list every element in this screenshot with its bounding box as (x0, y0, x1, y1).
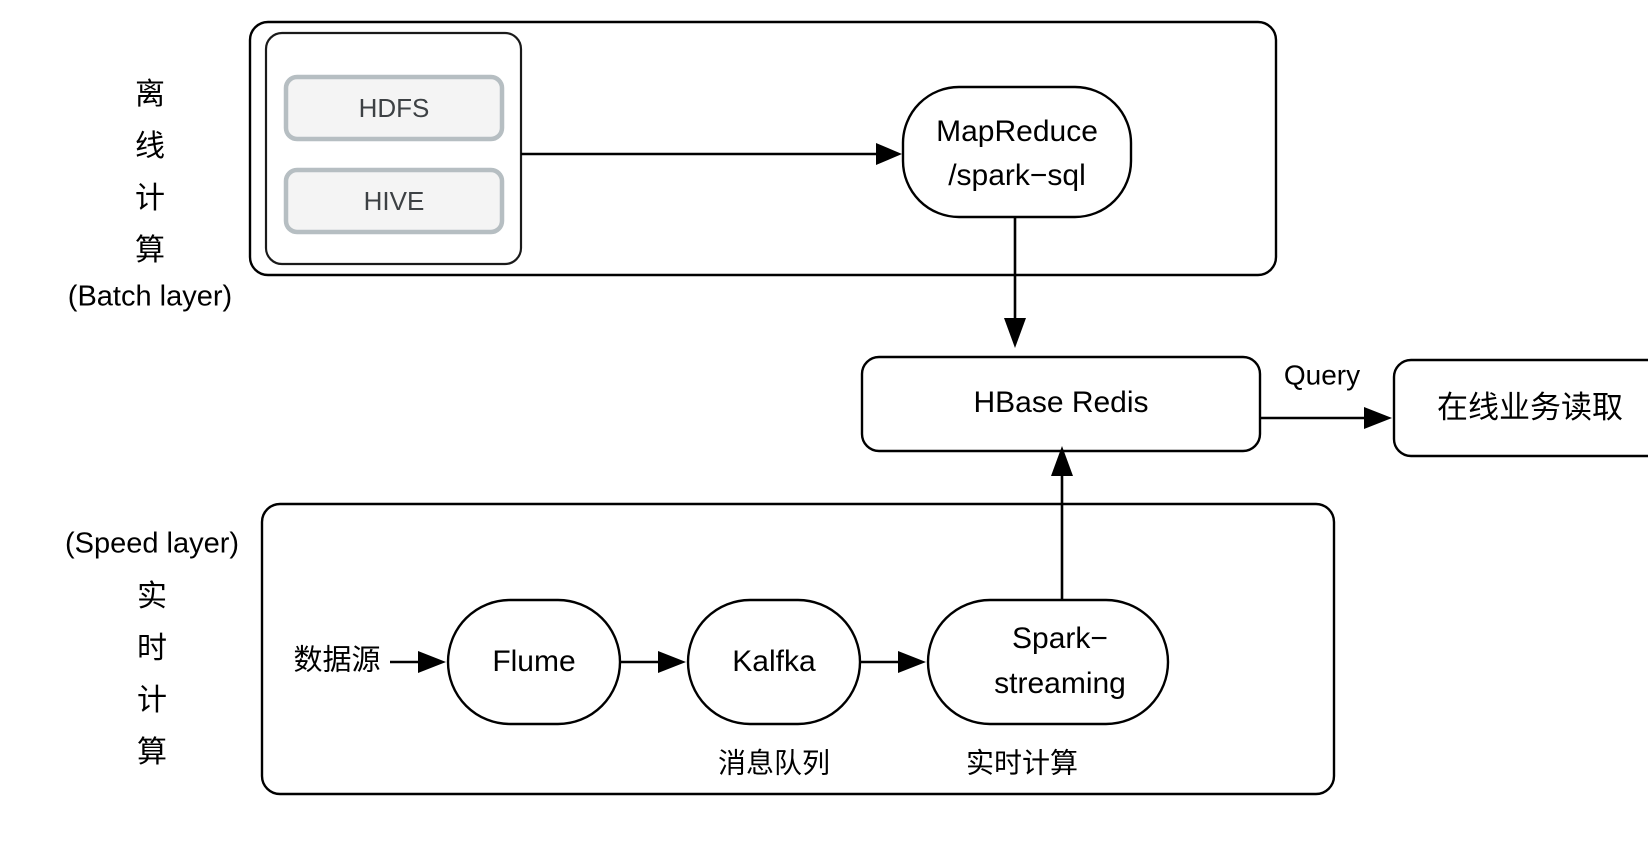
store-hive-box (283, 167, 505, 235)
speed-side-char-1: 时 (137, 632, 167, 665)
batch-layer-side-label-cn: 离 线 计 算 (135, 78, 165, 267)
edge-mapreduce-to-hbase (1004, 217, 1026, 348)
speed-layer-side-label-en: (Speed layer) (65, 528, 239, 560)
speed-layer-container (260, 502, 1336, 796)
node-mapreduce-box (901, 85, 1133, 219)
node-spark-streaming-label-line1: Spark− (1012, 622, 1108, 655)
speed-side-char-0: 实 (137, 580, 167, 613)
node-hbase-redis[interactable]: HBase Redis (860, 355, 1262, 453)
edge-mapreduce-to-hbase-arrowhead (1004, 318, 1026, 348)
edge-query-label: Query (1284, 359, 1360, 390)
node-spark-streaming-box (926, 598, 1170, 726)
speed-side-char-2: 计 (137, 684, 167, 717)
speed-layer-side-label-cn: 实 时 计 算 (137, 580, 167, 769)
store-hdfs-label: HDFS (359, 93, 430, 123)
node-spark-streaming-label-line2: streaming (994, 667, 1126, 700)
edge-flume-to-kalfka-arrowhead (658, 651, 686, 673)
store-hive[interactable]: HIVE (283, 167, 505, 235)
edge-hbase-to-online-arrowhead (1364, 407, 1392, 429)
node-flume-label: Flume (492, 645, 575, 678)
edge-source-to-flume-arrowhead (418, 651, 446, 673)
edge-storage-to-mapreduce-arrowhead (876, 143, 902, 165)
batch-layer-group: 离 线 计 算 (Batch layer) HDFS HIVE (68, 20, 1278, 313)
node-kalfka-caption: 消息队列 (718, 747, 830, 778)
speed-layer-source-label: 数据源 (293, 644, 380, 677)
speed-side-char-3: 算 (137, 736, 167, 769)
node-hbase-redis-label: HBase Redis (973, 386, 1148, 419)
node-online-business-read-label: 在线业务读取 (1437, 390, 1623, 425)
store-hive-label: HIVE (364, 186, 425, 216)
node-spark-streaming[interactable]: Spark− streaming (926, 598, 1170, 726)
edge-source-to-flume (390, 651, 446, 673)
node-online-business-read[interactable]: 在线业务读取 (1392, 358, 1648, 458)
edge-hbase-to-online: Query (1260, 359, 1392, 429)
store-hdfs[interactable]: HDFS (283, 74, 505, 142)
node-mapreduce-sparksql[interactable]: MapReduce /spark−sql (901, 85, 1133, 219)
node-online-business-read-box (1392, 358, 1648, 458)
edge-flume-to-kalfka (620, 651, 686, 673)
node-kalfka[interactable]: Kalfka (686, 598, 862, 726)
batch-layer-side-label-en: (Batch layer) (68, 281, 232, 313)
store-hdfs-box (283, 74, 505, 142)
batch-side-char-0: 离 (135, 78, 165, 111)
batch-side-char-2: 计 (135, 182, 165, 215)
node-flume[interactable]: Flume (446, 598, 622, 726)
edge-sparkstreaming-to-hbase (1051, 446, 1073, 600)
edge-kalfka-to-sparkstreaming (860, 651, 926, 673)
batch-layer-container (248, 20, 1278, 277)
node-kalfka-label: Kalfka (732, 645, 816, 678)
node-mapreduce-label-line2: /spark−sql (948, 159, 1086, 192)
batch-side-char-3: 算 (135, 234, 165, 267)
edge-sparkstreaming-to-hbase-arrowhead (1051, 446, 1073, 476)
edge-storage-to-mapreduce (521, 143, 902, 165)
serving-layer-group: HBase Redis Query 在线业务读取 (860, 217, 1648, 458)
edge-kalfka-to-sparkstreaming-arrowhead (898, 651, 926, 673)
batch-side-char-1: 线 (135, 130, 165, 163)
node-mapreduce-label-line1: MapReduce (936, 115, 1098, 148)
speed-layer-group: (Speed layer) 实 时 计 算 数据源 (65, 446, 1336, 796)
node-spark-streaming-caption: 实时计算 (966, 747, 1078, 778)
